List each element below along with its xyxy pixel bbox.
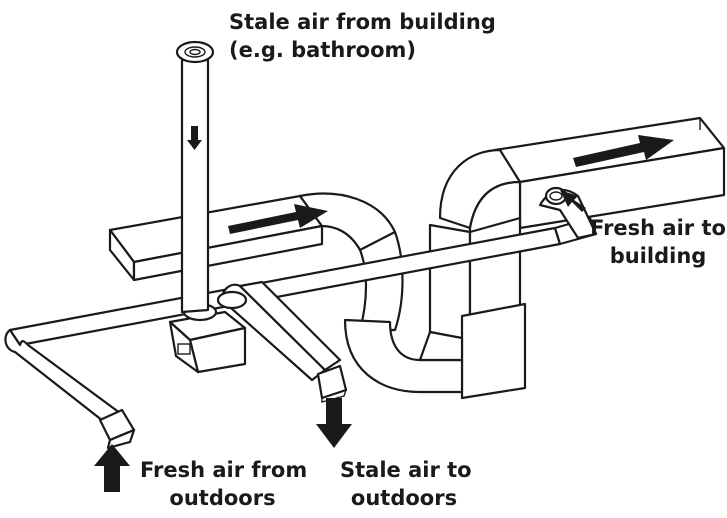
return-trunk-duct (108, 192, 464, 394)
flow-arrow-up-fresh-outdoors (94, 444, 130, 492)
label-stale-air-from-building: Stale air from building (e.g. bathroom) (229, 8, 496, 64)
label-line: outdoors (169, 486, 276, 510)
label-line: (e.g. bathroom) (229, 38, 417, 62)
label-stale-air-to-outdoors: Stale air to outdoors (340, 456, 472, 512)
label-line: Fresh air from (140, 458, 308, 482)
stale-exhaust-pipe (220, 280, 348, 403)
label-fresh-air-to-building: Fresh air to building (590, 214, 726, 270)
flow-arrow-down-stale-outdoors (316, 398, 352, 448)
stale-intake-pipe (175, 40, 215, 314)
hrv-unit (168, 290, 248, 374)
flow-arrow-return-trunk (228, 204, 328, 234)
label-line: building (609, 244, 707, 268)
flow-arrow-down-small (187, 126, 202, 150)
label-fresh-air-from-outdoors: Fresh air from outdoors (140, 456, 308, 512)
label-line: Stale air to (340, 458, 472, 482)
fresh-air-intake-hood (98, 408, 136, 450)
flow-arrow-supply-trunk (573, 135, 674, 167)
label-line: Stale air from building (229, 10, 496, 34)
label-line: outdoors (350, 486, 458, 510)
label-line: Fresh air to (590, 216, 726, 240)
flow-arrow-into-supply (560, 190, 586, 212)
